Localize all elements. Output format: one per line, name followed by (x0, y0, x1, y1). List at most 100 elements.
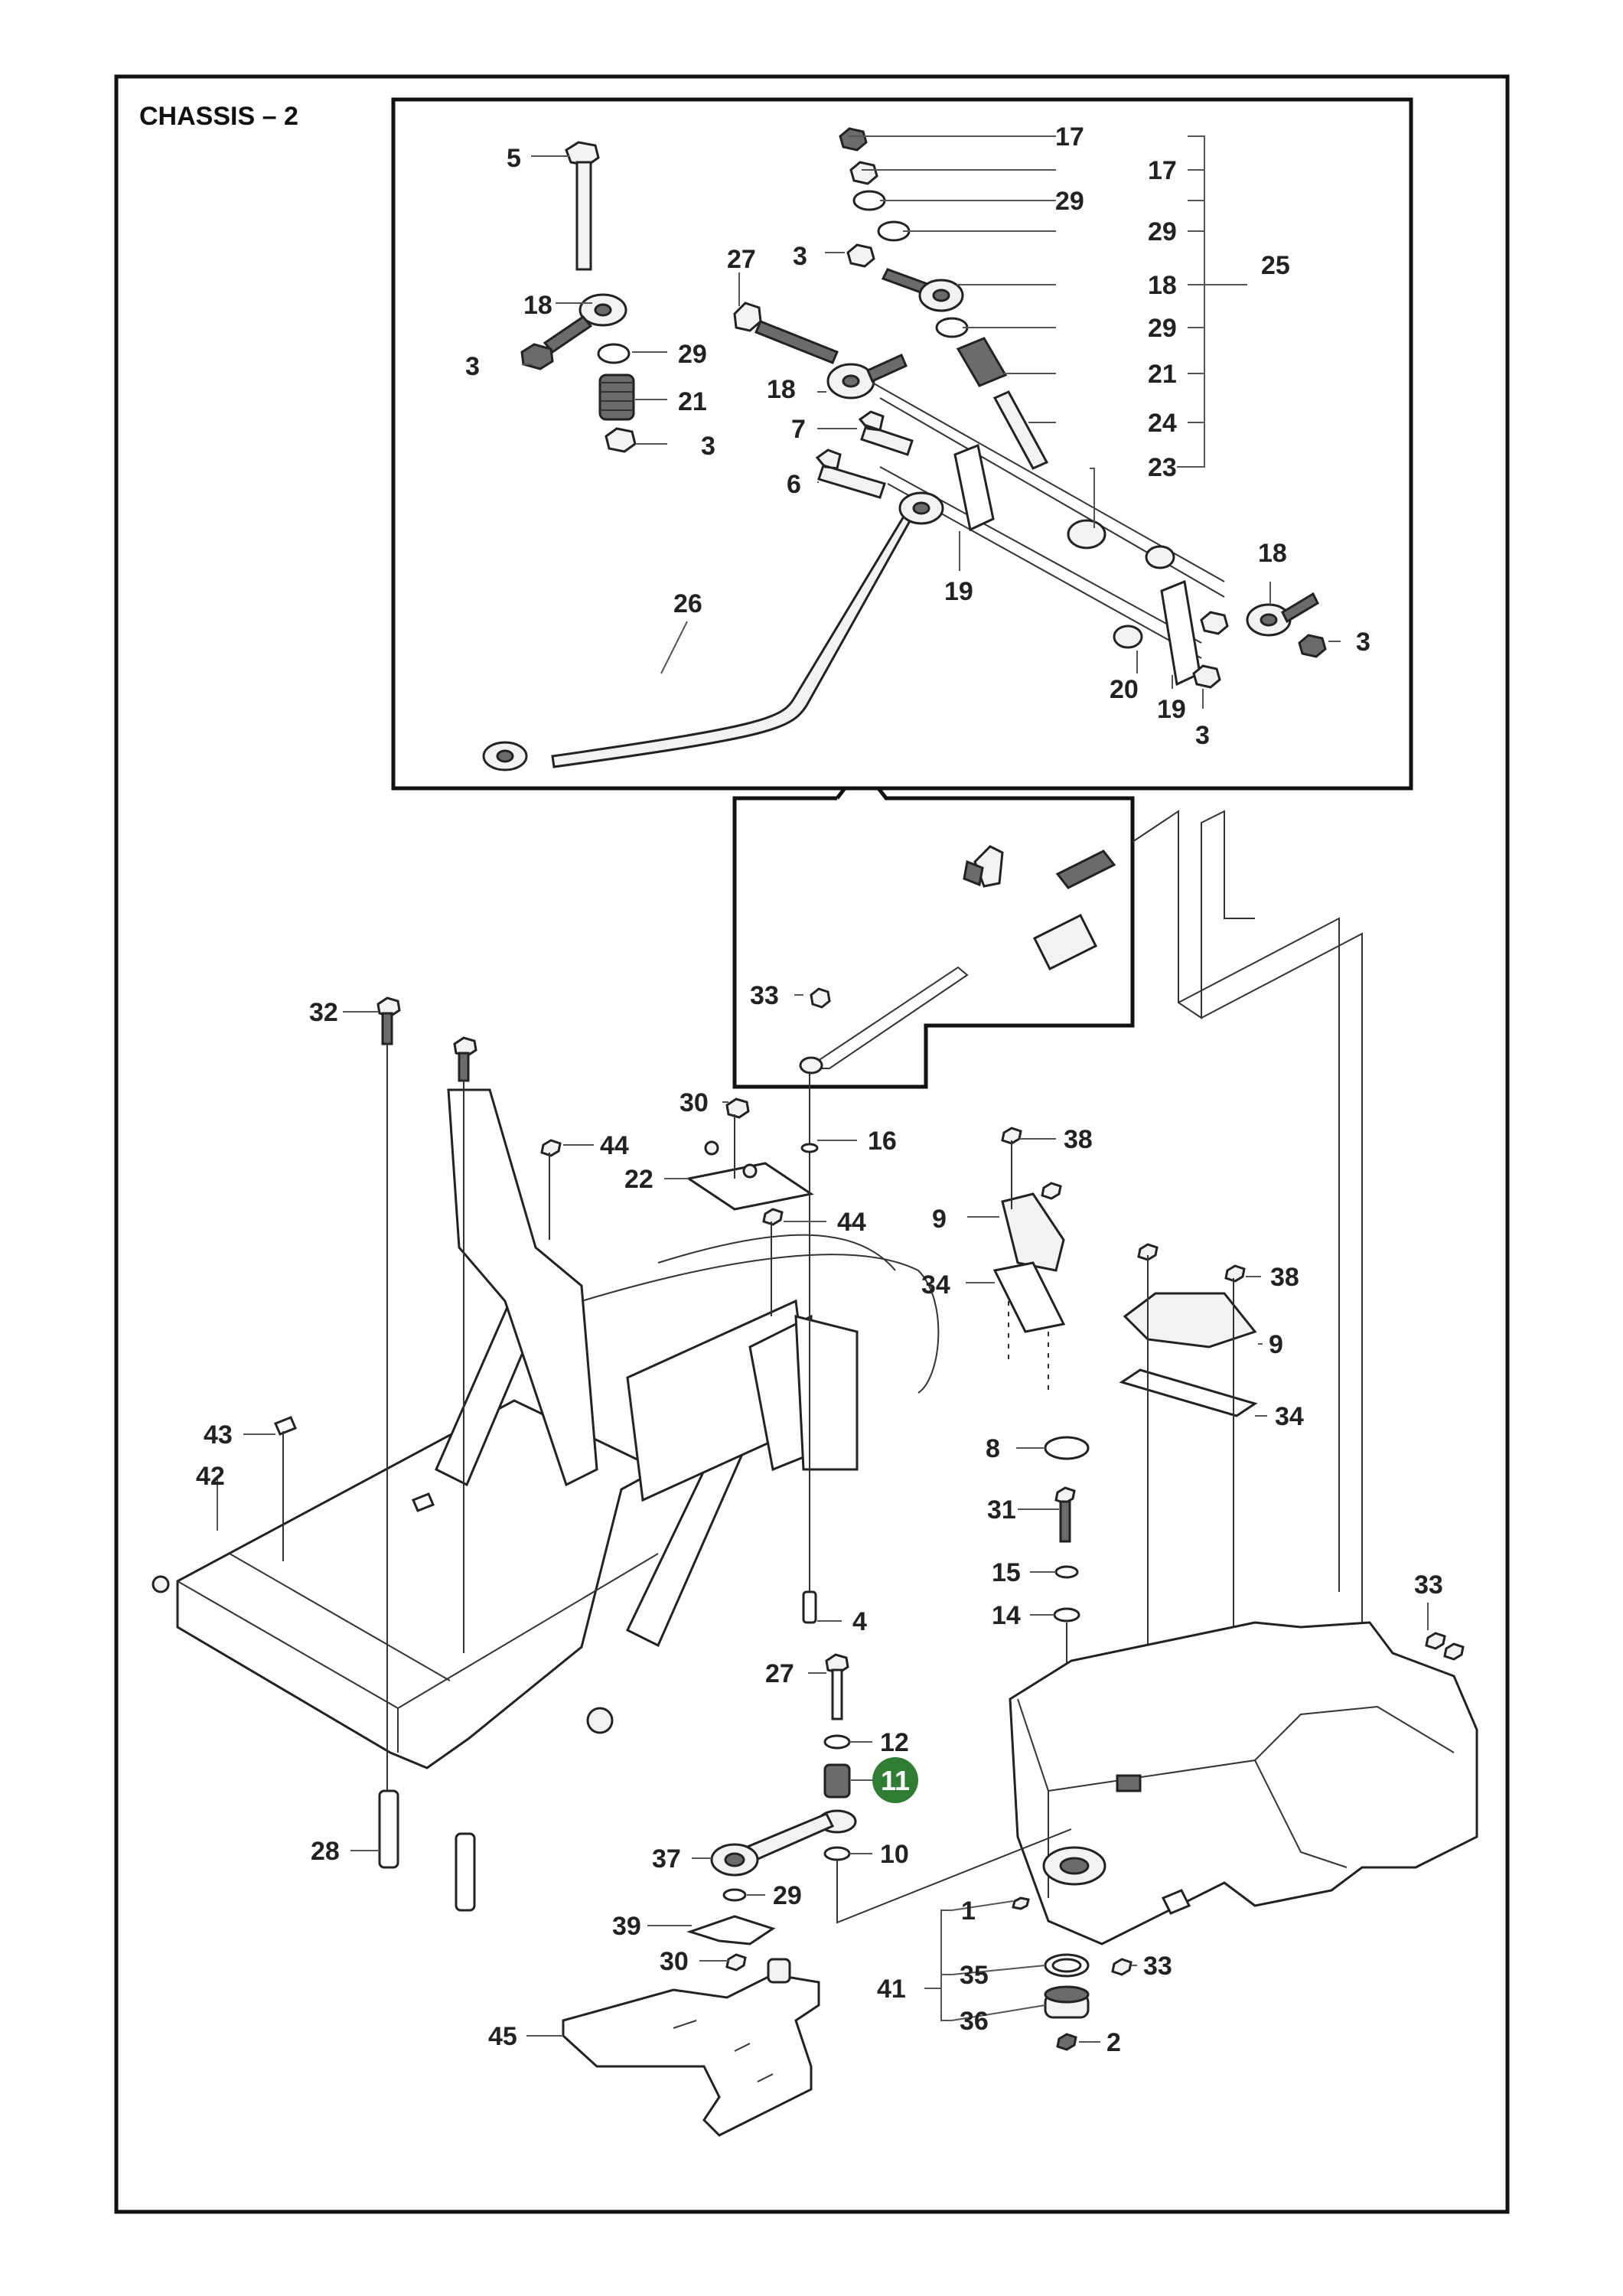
zoom-connector (1132, 810, 1363, 1638)
callout-29c: 29 (1148, 314, 1177, 343)
callout-3b: 3 (465, 352, 480, 381)
callout-33b: 33 (1414, 1570, 1443, 1600)
callout-26: 26 (673, 589, 702, 618)
callout-44a: 44 (600, 1131, 629, 1160)
callout-20: 20 (1110, 675, 1139, 704)
callout-45: 45 (488, 2022, 517, 2051)
washer-29-left (597, 343, 631, 364)
callout-29e: 29 (773, 1881, 802, 1910)
callout-41: 41 (877, 1975, 906, 2004)
callout-16: 16 (868, 1127, 897, 1156)
nut-17-top (839, 127, 868, 152)
callout-32: 32 (309, 998, 338, 1027)
callout-30a: 30 (680, 1088, 709, 1117)
callout-27a: 27 (727, 245, 756, 274)
rod-24 (992, 390, 1049, 470)
plate-19-left (953, 443, 995, 532)
rod-26 (482, 491, 944, 771)
clip-43b (412, 1492, 435, 1512)
callout-33a: 33 (750, 981, 779, 1010)
plate-45 (562, 1958, 820, 2137)
bracket-39 (686, 1915, 776, 1945)
sleeve-28b (455, 1832, 476, 1912)
callout-21a: 21 (1148, 360, 1177, 389)
clip-43 (274, 1416, 297, 1436)
callout-18b: 18 (523, 291, 552, 320)
callout-31: 31 (987, 1495, 1016, 1525)
diagram-title: CHASSIS – 2 (139, 102, 298, 131)
washer-10 (823, 1846, 851, 1861)
bushing-20 (1113, 625, 1143, 649)
callout-23: 23 (1148, 453, 1177, 482)
callout-22: 22 (624, 1165, 653, 1194)
callout-38a: 38 (1064, 1125, 1093, 1154)
bushing-upper (1145, 545, 1175, 569)
rod-end-18-right-top (881, 268, 964, 312)
nut-3-right (846, 243, 875, 268)
callout-29d: 29 (678, 340, 707, 369)
rod-end-18-center (826, 354, 908, 400)
nut-3-far-right (1298, 634, 1327, 658)
callout-35: 35 (960, 1961, 989, 1990)
mount-block-9-left (992, 1127, 1066, 1393)
callout-2: 2 (1106, 2028, 1121, 2057)
callout-17b: 17 (1148, 156, 1177, 185)
callout-30b: 30 (660, 1947, 689, 1976)
callout-25: 25 (1261, 251, 1290, 280)
callout-36: 36 (960, 2007, 989, 2036)
page-frame (114, 74, 1510, 2214)
spring-21-left (598, 373, 635, 421)
callout-11: 11 (881, 1765, 910, 1796)
top-detail-parts (482, 127, 1327, 771)
callout-3d: 3 (1356, 628, 1370, 657)
callout-29b: 29 (1148, 217, 1177, 246)
callout-34b: 34 (1275, 1402, 1304, 1431)
callout-17a: 17 (1055, 122, 1084, 152)
callout-3e: 3 (1195, 721, 1210, 750)
callout-10: 10 (880, 1840, 909, 1869)
washer-14 (1053, 1607, 1080, 1623)
washer-12 (823, 1734, 851, 1750)
callout-37: 37 (652, 1844, 681, 1874)
leader-lines (217, 135, 1429, 2043)
rod-end-18-far-right (1246, 592, 1319, 637)
callout-33c: 33 (1143, 1952, 1172, 1981)
chassis-frame-42 (152, 1088, 940, 1769)
callout-8: 8 (986, 1434, 1000, 1463)
lower-linkage (686, 1653, 1072, 1971)
callout-14: 14 (992, 1601, 1021, 1630)
callout-6: 6 (787, 470, 801, 499)
deck-housing (1009, 1621, 1478, 1945)
nut-3-bottom (1192, 664, 1221, 689)
assembly-41 (1012, 1896, 1133, 2051)
plate-19-right (1160, 579, 1201, 687)
highlight-circle (872, 1757, 918, 1803)
bolt-5 (565, 141, 600, 271)
callout-1: 1 (961, 1896, 976, 1926)
bushing-11 (823, 1763, 851, 1799)
callout-18a: 18 (1148, 271, 1177, 300)
bushing-23 (1067, 519, 1106, 550)
callout-38b: 38 (1270, 1263, 1299, 1292)
callout-44b: 44 (837, 1208, 866, 1237)
bolt-7 (858, 410, 914, 456)
callout-12: 12 (880, 1728, 909, 1757)
callout-18d: 18 (1258, 539, 1287, 568)
callout-18c: 18 (767, 375, 796, 404)
callout-3c: 3 (701, 432, 715, 461)
zoom-inset-frame (732, 787, 1135, 1089)
callout-5: 5 (507, 144, 521, 173)
callout-29a: 29 (1055, 187, 1084, 216)
callout-19a: 19 (944, 577, 973, 606)
callout-9a: 9 (932, 1205, 947, 1234)
callout-39: 39 (612, 1912, 641, 1941)
callout-4: 4 (852, 1607, 867, 1636)
bolt-27-top (733, 302, 839, 364)
callout-9b: 9 (1269, 1330, 1283, 1359)
bracket-22 (686, 1097, 814, 1211)
callout-7: 7 (791, 415, 806, 444)
callout-42: 42 (196, 1462, 225, 1491)
detail-inset-frame (391, 97, 1413, 791)
callout-28: 28 (311, 1837, 340, 1866)
